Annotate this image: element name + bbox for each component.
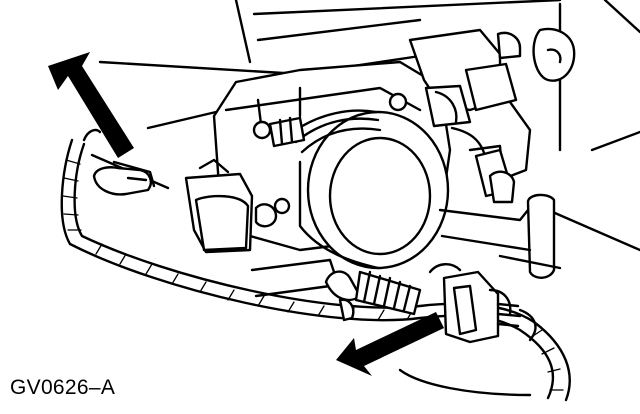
sensor-connector [442, 270, 537, 344]
throttle-linkage [250, 254, 562, 322]
wiring-harness [60, 128, 571, 402]
mounting-bolts [252, 116, 306, 215]
intake-components-right [438, 27, 576, 279]
harness-clip [92, 160, 156, 196]
figure-caption: GV0626–A [10, 376, 116, 399]
arrow-pointer-upper-left-icon [48, 52, 134, 158]
arrow-pointer-lower-icon [336, 312, 444, 376]
idle-air-control-valve [388, 28, 532, 198]
